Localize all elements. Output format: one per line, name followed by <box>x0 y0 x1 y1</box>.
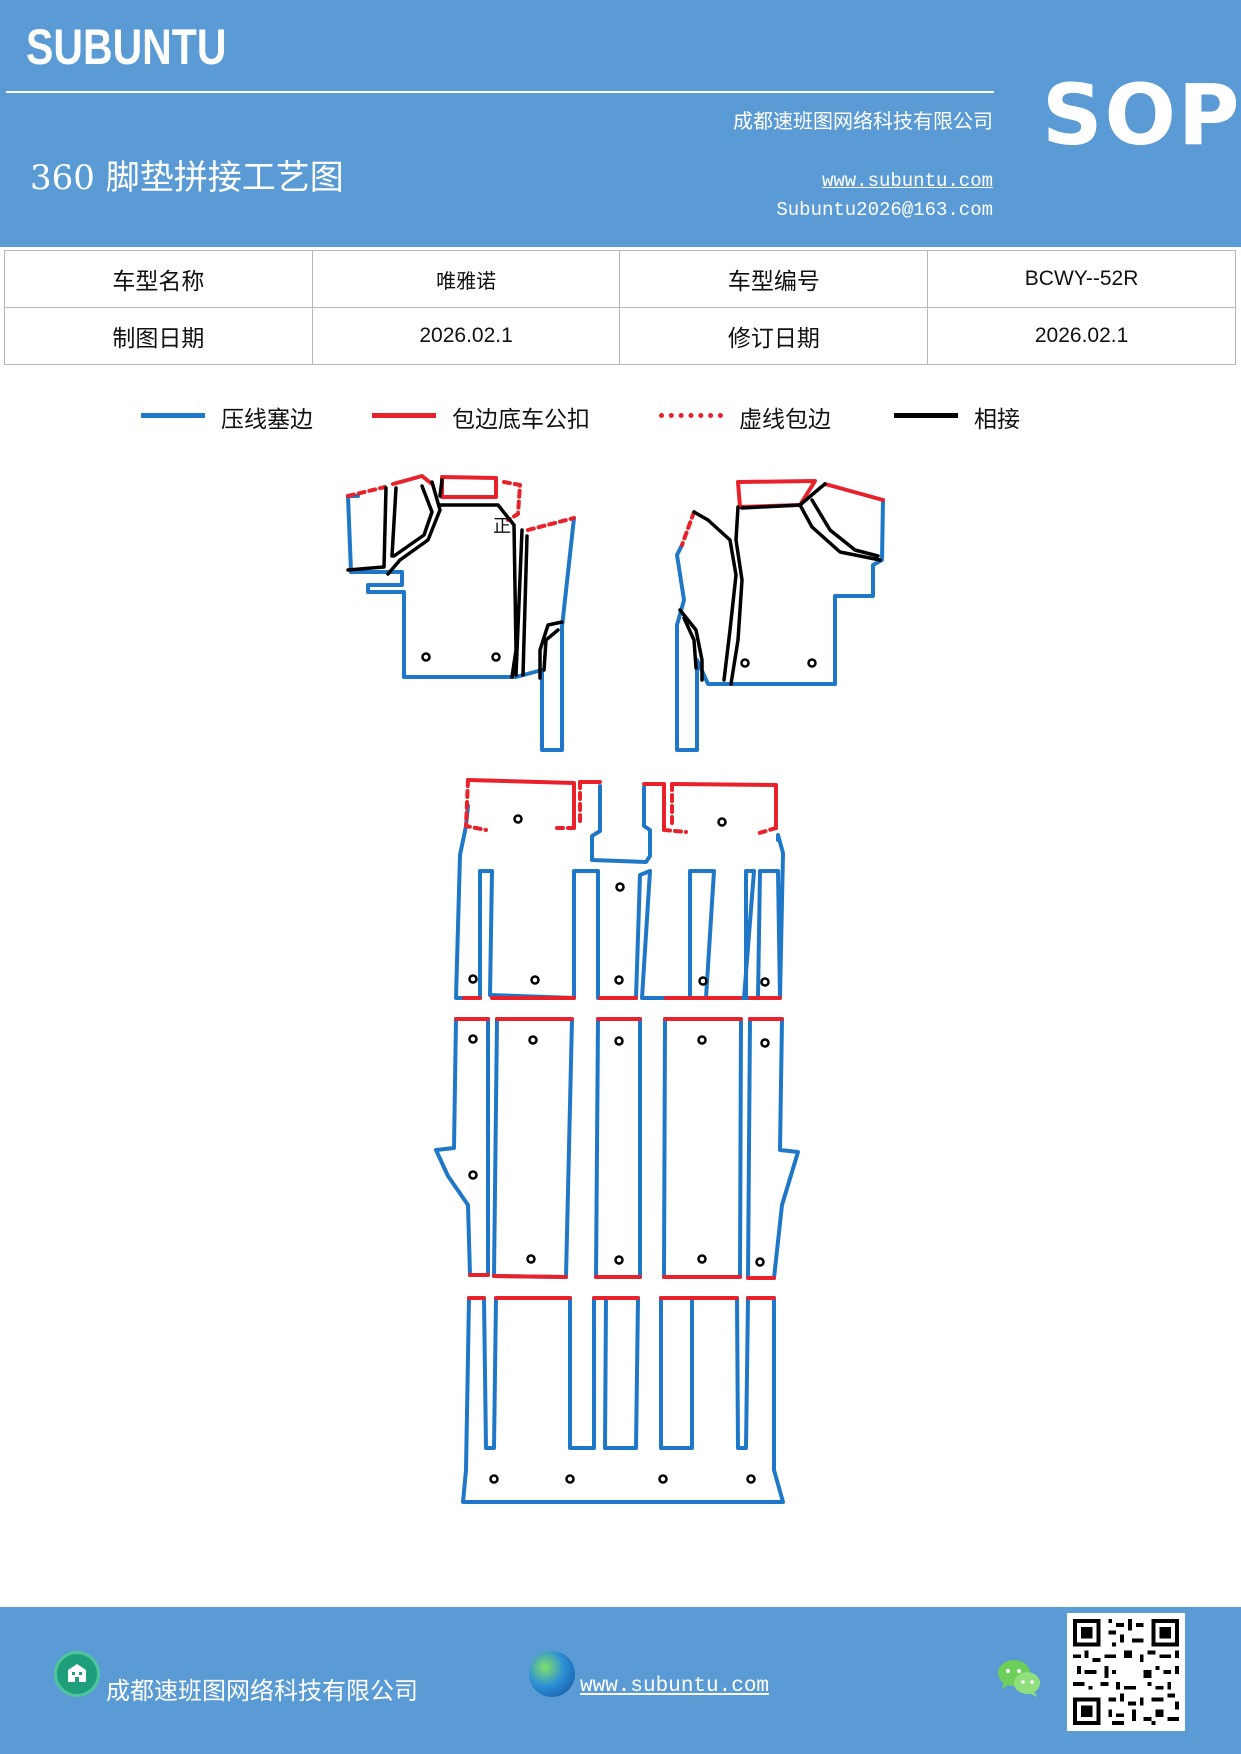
rear-section-1-red-top <box>462 778 782 1000</box>
mounting-hole <box>698 976 708 986</box>
mounting-hole <box>807 658 817 668</box>
mounting-hole <box>528 1035 538 1045</box>
revise-date-label: 修订日期 <box>619 307 929 365</box>
rear-section-3-outline <box>461 1296 785 1504</box>
mounting-hole <box>746 1474 756 1484</box>
rear-section-2-outline <box>434 1017 800 1280</box>
qr-code-image <box>1067 1613 1185 1731</box>
front-mark: 正 <box>493 516 511 537</box>
mounting-hole <box>697 1035 707 1045</box>
passenger-mat <box>675 479 885 752</box>
document-title: 360 脚垫拼接工艺图 <box>30 158 344 198</box>
legend-swatch-black <box>894 413 958 418</box>
header-company-name: 成都速班图网络科技有限公司 <box>733 109 993 133</box>
table-row: 车型名称 唯雅诺 车型编号 BCWY--52R <box>4 250 1236 308</box>
mounting-hole <box>530 975 540 985</box>
table-row: 制图日期 2026.02.1 修订日期 2026.02.1 <box>4 307 1236 365</box>
building-icon <box>54 1651 100 1697</box>
revise-date-value: 2026.02.1 <box>927 307 1236 365</box>
mounting-hole <box>565 1474 575 1484</box>
rear-section-1-red-dotted <box>464 778 778 836</box>
legend-label: 压线塞边 <box>221 407 313 433</box>
mounting-hole <box>760 977 770 987</box>
mounting-hole <box>614 1255 624 1265</box>
rear-section-2-red-top <box>454 1017 784 1280</box>
brand-logo: SUBUNTU <box>26 19 227 75</box>
legend-label: 虚线包边 <box>739 407 831 433</box>
model-code-label: 车型编号 <box>619 250 929 308</box>
rear-mat-section-2 <box>434 1017 800 1280</box>
vehicle-info-table: 车型名称 唯雅诺 车型编号 BCWY--52R 制图日期 2026.02.1 修… <box>4 250 1236 365</box>
header-website-link[interactable]: www.subuntu.com <box>821 170 993 192</box>
mounting-hole <box>755 1257 765 1267</box>
footer-company-name: 成都速班图网络科技有限公司 <box>106 1677 418 1705</box>
draw-date-value: 2026.02.1 <box>311 307 621 365</box>
mounting-hole <box>615 882 625 892</box>
legend-label: 包边底车公扣 <box>452 407 590 433</box>
draw-date-label: 制图日期 <box>4 307 313 365</box>
mounting-hole <box>697 1254 707 1264</box>
legend-swatch-red-dotted <box>659 413 723 418</box>
mounting-hole <box>526 1254 536 1264</box>
model-code-value: BCWY--52R <box>927 250 1236 308</box>
mounting-hole <box>740 658 750 668</box>
model-name-value: 唯雅诺 <box>311 250 621 308</box>
mounting-hole <box>658 1474 668 1484</box>
mounting-hole <box>614 975 624 985</box>
mounting-hole <box>513 814 523 824</box>
globe-icon <box>529 1651 575 1697</box>
legend-label: 相接 <box>974 407 1020 433</box>
header-band: SUBUNTU SOP 成都速班图网络科技有限公司 360 脚垫拼接工艺图 ww… <box>0 0 1241 247</box>
sop-badge: SOP <box>1042 66 1241 164</box>
mounting-hole <box>468 974 478 984</box>
footer-website-link[interactable]: www.subuntu.com <box>580 1675 770 1698</box>
mounting-hole <box>614 1036 624 1046</box>
rear-mat-section-3 <box>461 1296 785 1504</box>
mounting-hole <box>717 817 727 827</box>
rear-mat-section-1 <box>454 778 785 1000</box>
driver-mat-outline <box>346 494 576 752</box>
passenger-mat-outline <box>675 498 885 752</box>
wechat-icon[interactable] <box>996 1657 1042 1699</box>
legend-swatch-blue <box>141 413 205 418</box>
model-name-label: 车型名称 <box>4 250 313 308</box>
footer-band: 成都速班图网络科技有限公司 www.subuntu.com <box>0 1607 1241 1754</box>
rear-section-1-outline <box>454 784 785 1000</box>
mounting-hole <box>468 1034 478 1044</box>
passenger-mat-seam <box>678 482 882 686</box>
header-email: Subuntu2026@163.com <box>776 199 993 221</box>
mounting-hole <box>760 1038 770 1048</box>
floor-mat-diagram: 正 <box>346 474 885 1504</box>
passenger-mat-red-dotted <box>680 510 696 547</box>
driver-mat-seam <box>346 478 564 680</box>
legend-swatch-red <box>372 413 436 418</box>
mounting-hole <box>421 652 431 662</box>
mounting-hole <box>468 1170 478 1180</box>
driver-mat-red-dotted <box>346 480 576 532</box>
driver-mat-red-top <box>391 474 498 499</box>
driver-mat: 正 <box>346 474 576 752</box>
mounting-hole <box>489 1474 499 1484</box>
mounting-hole <box>491 652 501 662</box>
header-divider <box>6 91 994 93</box>
